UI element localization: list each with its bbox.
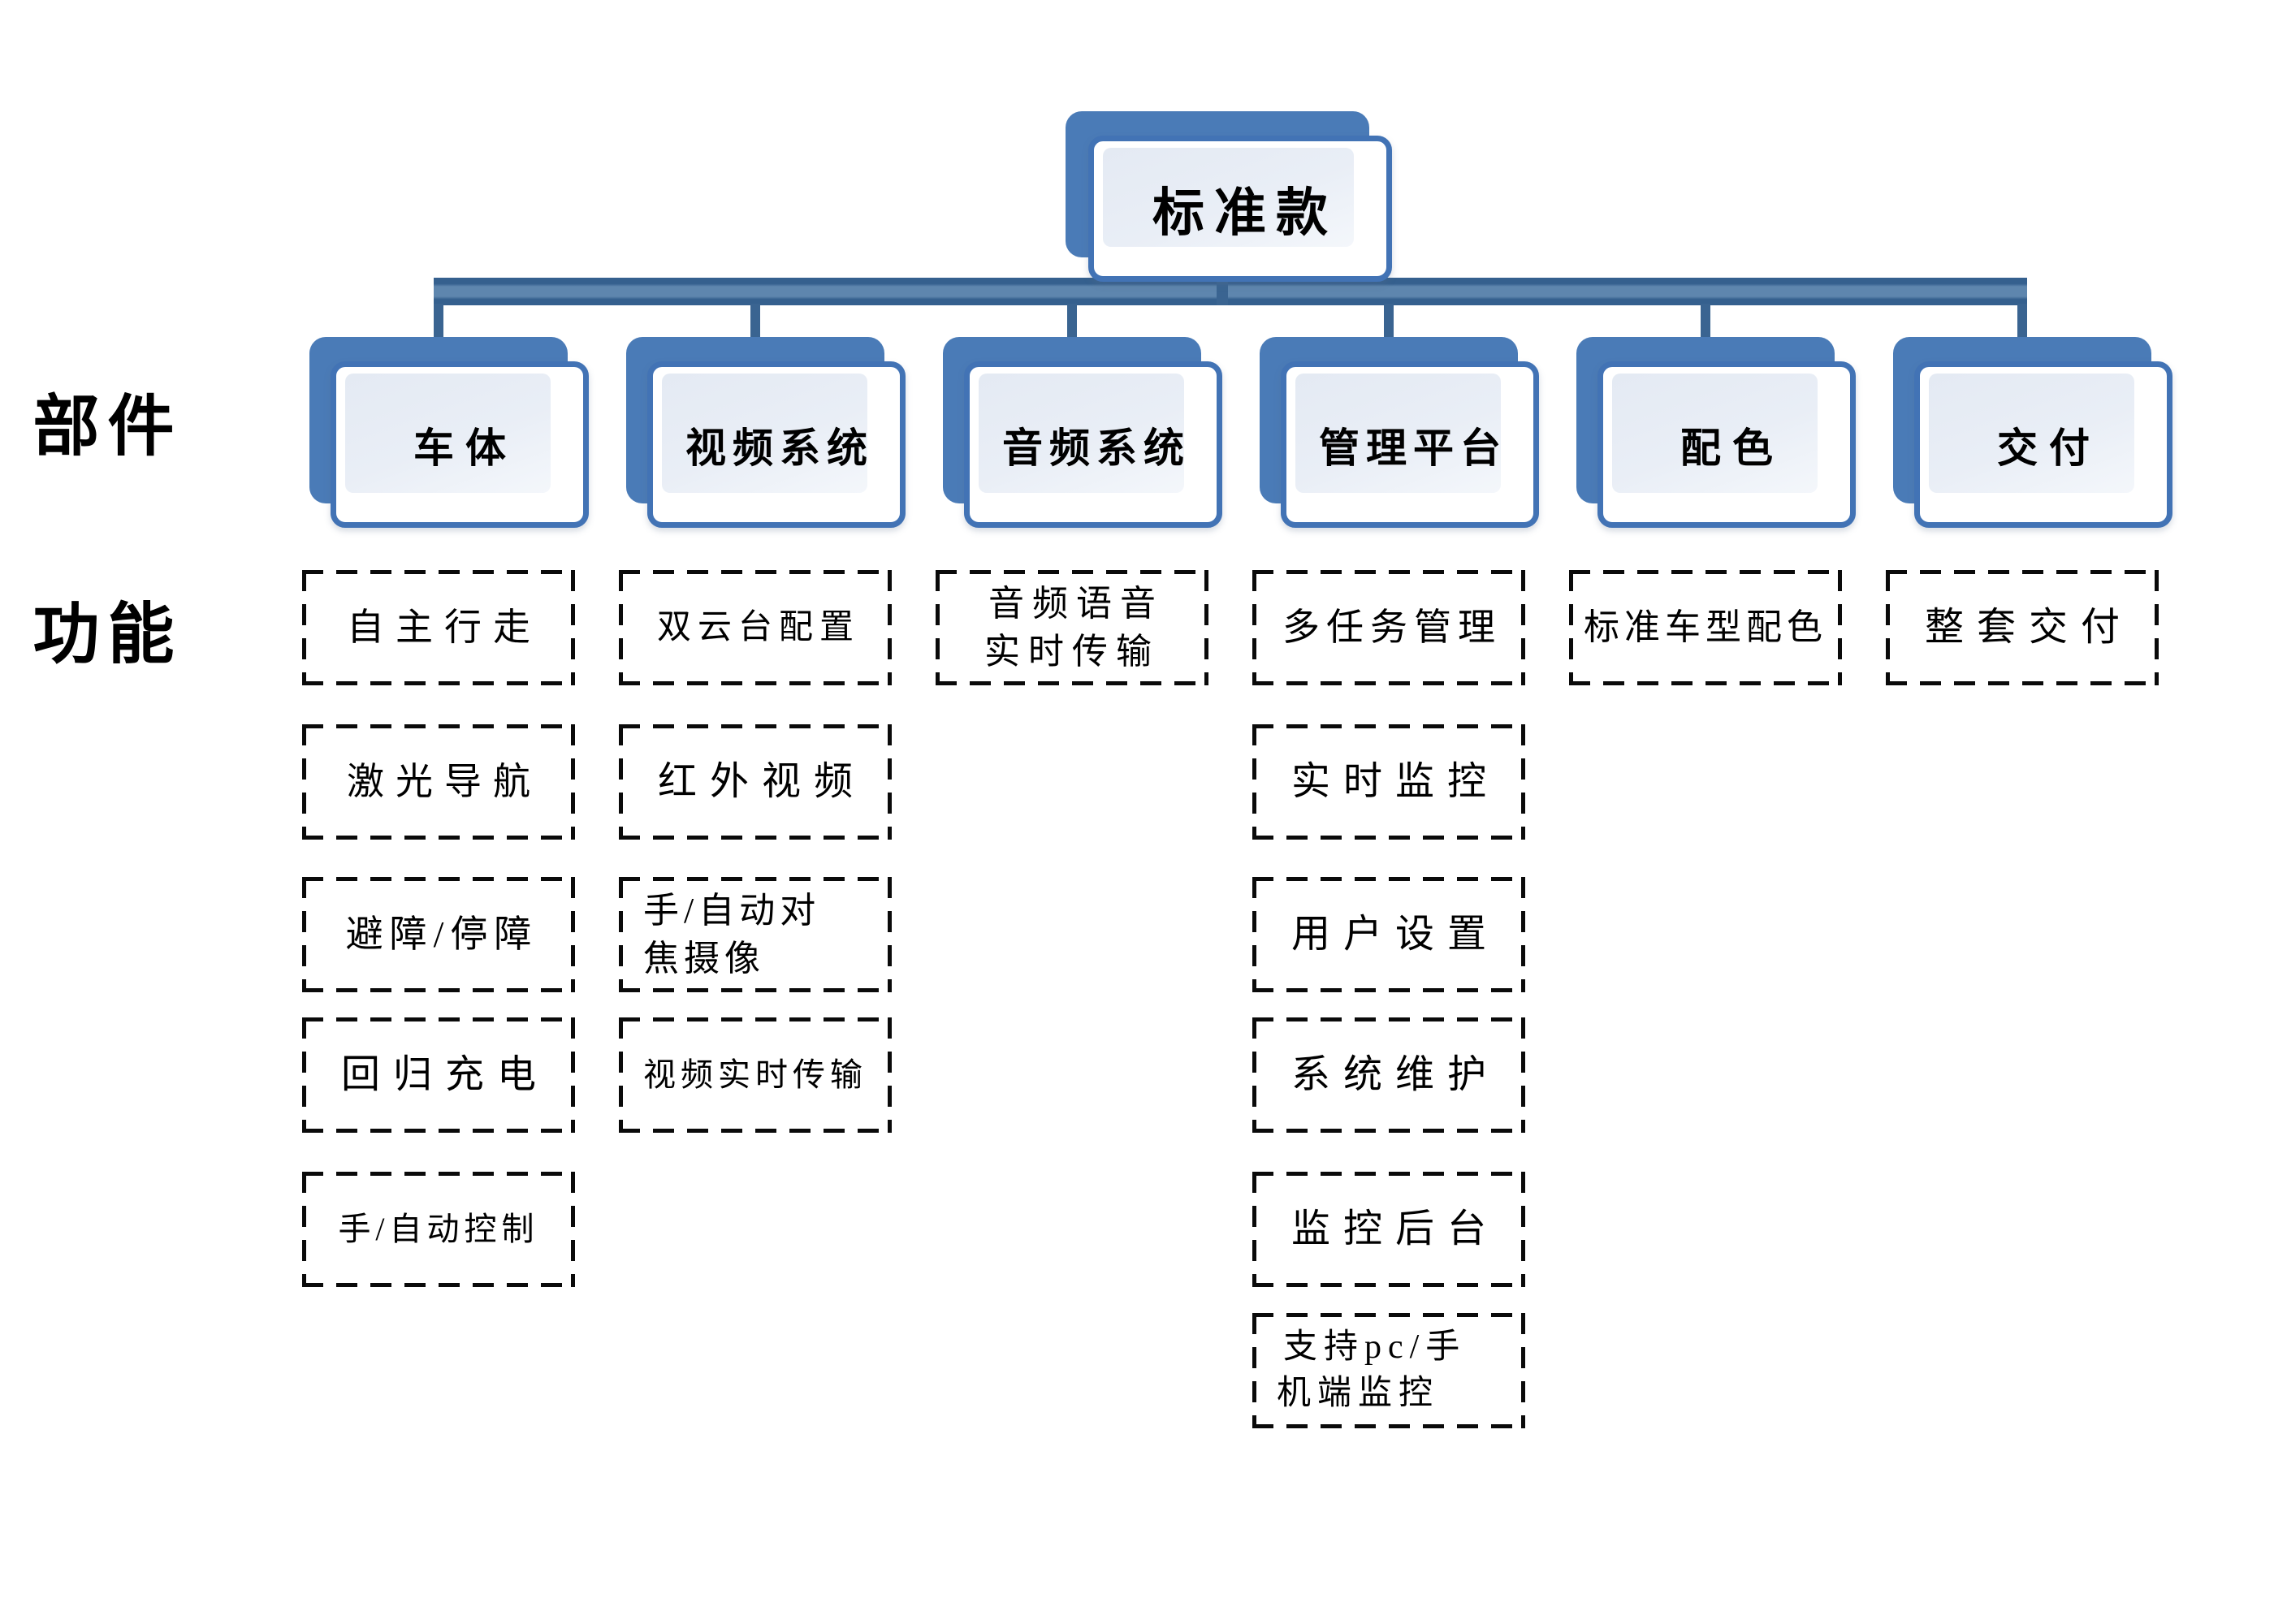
function-box-system-maintenance: 系统维护 — [1252, 1017, 1525, 1133]
function-box-laser-navigation: 激光导航 — [302, 724, 575, 840]
function-label: 整套交付 — [1924, 605, 2133, 649]
function-box-dual-gimbal-config: 双云台配置 — [619, 570, 892, 685]
function-label: 音频语音 实时传输 — [984, 583, 1164, 672]
connector-drop-1 — [434, 304, 443, 339]
component-node-label: 管理平台 — [1319, 425, 1507, 471]
component-node-label: 车体 — [413, 425, 517, 471]
row-label-functions: 功能 — [32, 597, 183, 672]
connector-drop-4 — [1384, 304, 1394, 339]
component-node-front-shape: 音频系统 — [964, 361, 1222, 528]
function-label: 双云台配置 — [656, 608, 860, 646]
function-box-full-set-delivery: 整套交付 — [1886, 570, 2159, 685]
connector-drop-3 — [1067, 304, 1077, 339]
connector-drop-5 — [1701, 304, 1710, 339]
row-label-components: 部件 — [32, 390, 183, 464]
function-box-realtime-monitoring: 实时监控 — [1252, 724, 1525, 840]
function-box-standard-vehicle-color: 标准车型配色 — [1569, 570, 1842, 685]
function-label: 实时监控 — [1290, 759, 1499, 803]
component-node-label: 交付 — [1997, 425, 2101, 471]
component-node-panel — [1295, 374, 1501, 493]
function-label: 回归充电 — [340, 1052, 549, 1096]
function-label: 用户设置 — [1290, 912, 1499, 956]
root-node-front-shape: 标准款 — [1088, 136, 1392, 282]
component-node-panel — [1929, 374, 2134, 493]
component-node-front-shape: 交付 — [1914, 361, 2172, 528]
component-node-audio-system: 音频系统 — [943, 337, 1222, 528]
component-node-panel — [662, 374, 867, 493]
component-node-color-scheme: 配色 — [1576, 337, 1856, 528]
function-label: 激光导航 — [347, 760, 542, 802]
component-node-video-system: 视频系统 — [626, 337, 906, 528]
connector-drop-6 — [2017, 304, 2027, 339]
component-node-front-shape: 管理平台 — [1281, 361, 1539, 528]
component-node-label: 配色 — [1680, 425, 1784, 471]
component-node-label: 音频系统 — [1002, 425, 1191, 471]
component-node-panel — [345, 374, 551, 493]
component-node-panel — [1612, 374, 1818, 493]
function-box-monitoring-backend: 监控后台 — [1252, 1172, 1525, 1287]
function-label: 支持pc/手 机端监控 — [1277, 1328, 1467, 1412]
connector-horizontal-bar — [434, 278, 2027, 305]
root-node: 标准款 — [1066, 111, 1392, 282]
function-box-video-realtime-transmission: 视频实时传输 — [619, 1017, 892, 1133]
function-box-user-settings: 用户设置 — [1252, 877, 1525, 992]
component-node-front-shape: 视频系统 — [647, 361, 906, 528]
function-box-return-charging: 回归充电 — [302, 1017, 575, 1133]
function-label: 自主行走 — [347, 606, 542, 648]
function-box-audio-voice-realtime-transmission: 音频语音 实时传输 — [936, 570, 1208, 685]
component-node-management-platform: 管理平台 — [1260, 337, 1539, 528]
function-label: 手/自动控制 — [338, 1211, 539, 1247]
component-node-label: 视频系统 — [685, 425, 874, 471]
function-box-infrared-video: 红外视频 — [619, 724, 892, 840]
function-label: 标准车型配色 — [1584, 607, 1827, 648]
function-label: 系统维护 — [1290, 1052, 1499, 1096]
function-label: 红外视频 — [657, 759, 866, 803]
function-label: 视频实时传输 — [643, 1056, 867, 1093]
component-node-panel — [979, 374, 1184, 493]
function-box-pc-mobile-monitoring: 支持pc/手 机端监控 — [1252, 1313, 1525, 1428]
component-node-front-shape: 车体 — [331, 361, 589, 528]
function-box-autonomous-walking: 自主行走 — [302, 570, 575, 685]
function-label: 多任务管理 — [1282, 606, 1502, 648]
function-label: 监控后台 — [1290, 1207, 1499, 1250]
root-node-label: 标准款 — [1152, 184, 1338, 242]
component-node-front-shape: 配色 — [1597, 361, 1856, 528]
function-box-manual-auto-focus-camera: 手/自动对 焦摄像 — [619, 877, 892, 992]
component-node-body: 车体 — [309, 337, 589, 528]
function-box-manual-auto-control: 手/自动控制 — [302, 1172, 575, 1287]
function-label: 手/自动对 焦摄像 — [643, 890, 821, 978]
root-node-panel — [1103, 148, 1354, 247]
function-box-multitask-management: 多任务管理 — [1252, 570, 1525, 685]
component-node-delivery: 交付 — [1893, 337, 2172, 528]
function-label: 避障/停障 — [345, 913, 538, 955]
function-box-obstacle-avoidance: 避障/停障 — [302, 877, 575, 992]
connector-drop-2 — [750, 304, 760, 339]
